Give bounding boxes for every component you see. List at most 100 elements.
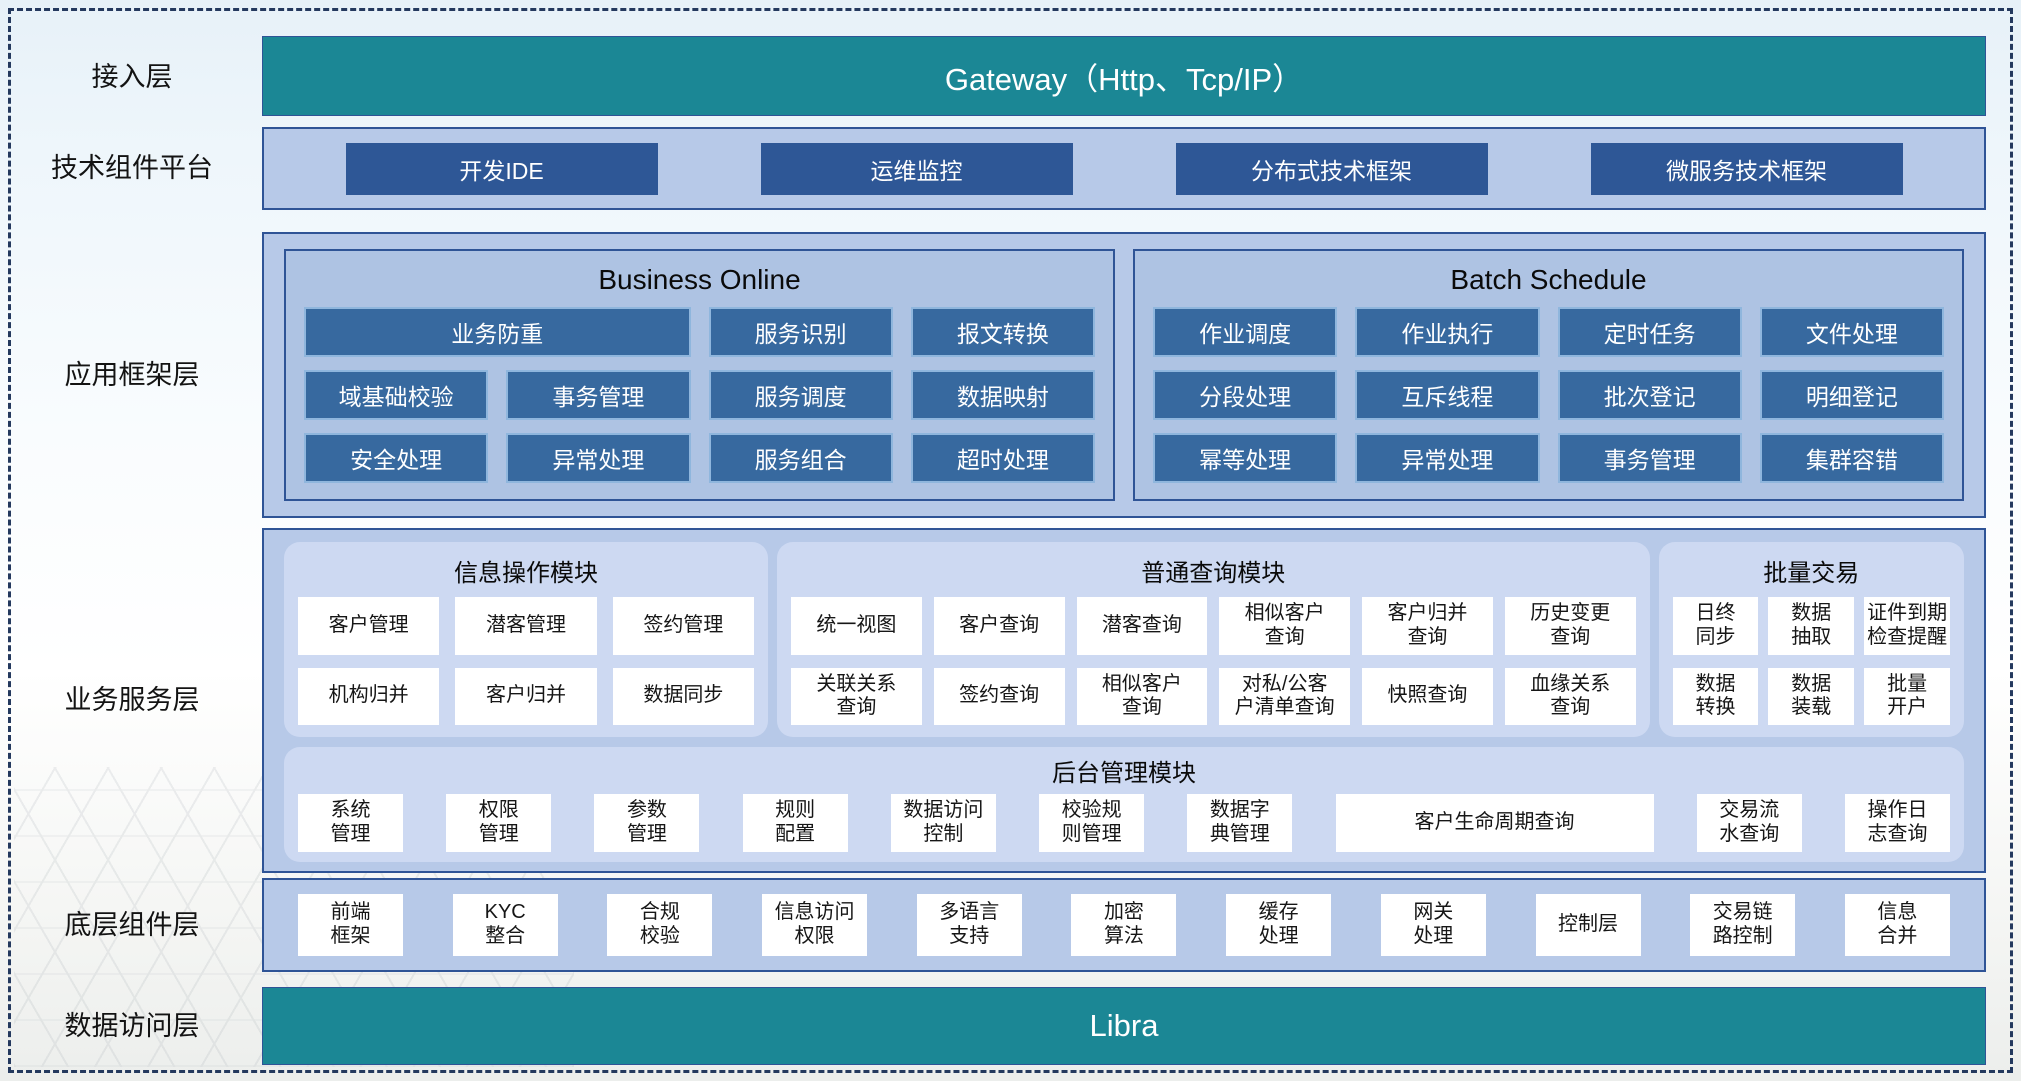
diagram-block: 血缘关系 查询: [1504, 667, 1636, 725]
gateway-bar: Gateway（Http、Tcp/IP）: [262, 36, 1986, 116]
diagram-block: 日终 同步: [1672, 597, 1759, 655]
diagram-block: 文件处理: [1759, 307, 1944, 357]
diagram-block: 签约管理: [612, 597, 755, 655]
diagram-block: 异常处理: [506, 433, 691, 483]
diagram-block: 报文转换: [910, 307, 1095, 357]
diagram-block: 客户生命周期查询: [1335, 794, 1654, 852]
module-admin: 后台管理模块 系统 管理 权限 管理 参数 管理 规则 配置 数据访问 控制 校…: [284, 747, 1964, 862]
diagram-block: 证件到期 检查提醒: [1864, 597, 1950, 655]
diagram-block: 数据 装载: [1768, 667, 1855, 725]
diagram-block: 客户归并 查询: [1362, 597, 1493, 655]
diagram-block: 网关 处理: [1380, 894, 1486, 956]
diagram-block: 参数 管理: [594, 794, 700, 852]
module-info-operation: 信息操作模块 客户管理 潜客管理 签约管理 机构归并 客户归并 数据同步: [284, 542, 769, 737]
diagram-block: 系统 管理: [298, 794, 403, 852]
diagram-block: 数据同步: [612, 667, 755, 725]
diagram-block: 缓存 处理: [1226, 894, 1332, 956]
module-title: 后台管理模块: [1052, 760, 1196, 787]
diagram-block: 定时任务: [1557, 307, 1742, 357]
diagram-block: 互斥线程: [1355, 370, 1540, 420]
module-row: 系统 管理 权限 管理 参数 管理 规则 配置 数据访问 控制 校验规 则管理 …: [298, 794, 1950, 852]
panel-grid: 业务防重 服务识别 报文转换 域基础校验 事务管理 服务调度 数据映射 安全处理…: [304, 307, 1095, 483]
diagram-block: 事务管理: [506, 370, 691, 420]
infra-band: 前端 框架 KYC 整合 合规 校验 信息访问 权限 多语言 支持 加密 算法 …: [262, 878, 1986, 972]
diagram-block: 相似客户 查询: [1076, 667, 1208, 725]
diagram-block: 数据 抽取: [1768, 597, 1855, 655]
diagram-block: 合规 校验: [607, 894, 713, 956]
diagram-block: 统一视图: [791, 597, 922, 655]
gateway-bar-text: Gateway（Http、Tcp/IP）: [944, 61, 1304, 97]
diagram-block: 相似客户 查询: [1219, 597, 1351, 655]
diagram-block: 作业调度: [1153, 307, 1338, 357]
diagram-block: 服务组合: [708, 433, 893, 483]
diagram-block: 运维监控: [760, 142, 1073, 195]
diagram-block: 业务防重: [304, 307, 691, 357]
diagram-block: 权限 管理: [446, 794, 552, 852]
diagram-block: 操作日 志查询: [1844, 794, 1950, 852]
diagram-block: 客户管理: [298, 597, 440, 655]
diagram-block: 机构归并: [298, 667, 440, 725]
module-common-query: 普通查询模块 统一视图 客户查询 潜客查询 相似客户 查询 客户归并 查询 历史…: [777, 542, 1650, 737]
layer-label-app: 应用框架层: [64, 360, 200, 390]
layer-label-infra: 底层组件层: [64, 910, 200, 940]
module-grid: 统一视图 客户查询 潜客查询 相似客户 查询 客户归并 查询 历史变更 查询 关…: [791, 597, 1636, 725]
tech-platform-band: 开发IDE 运维监控 分布式技术框架 微服务技术框架: [262, 127, 1986, 210]
diagram-block: 信息 合并: [1844, 894, 1950, 956]
diagram-block: 信息访问 权限: [762, 894, 868, 956]
module-title: 批量交易: [1763, 560, 1860, 587]
diagram-block: 历史变更 查询: [1504, 597, 1636, 655]
libra-bar: Libra: [262, 987, 1986, 1065]
diagram-block: 超时处理: [910, 433, 1095, 483]
diagram-block: 交易流 水查询: [1696, 794, 1802, 852]
diagram-block: 批次登记: [1557, 370, 1742, 420]
layer-label-tech: 技术组件平台: [51, 153, 213, 183]
diagram-block: 数据 转换: [1672, 667, 1759, 725]
diagram-block: 交易链 路控制: [1690, 894, 1796, 956]
diagram-block: 分布式技术框架: [1175, 142, 1488, 195]
diagram-block: 开发IDE: [345, 142, 658, 195]
panel-business-online: Business Online 业务防重 服务识别 报文转换 域基础校验 事务管…: [284, 249, 1115, 501]
diagram-block: 客户归并: [455, 667, 597, 725]
panel-batch-schedule: Batch Schedule 作业调度 作业执行 定时任务 文件处理 分段处理 …: [1133, 249, 1964, 501]
diagram-block: 幂等处理: [1153, 433, 1338, 483]
diagram-block: 服务调度: [708, 370, 893, 420]
diagram-block: 事务管理: [1557, 433, 1742, 483]
panel-title: Batch Schedule: [1450, 264, 1647, 295]
diagram-block: 安全处理: [304, 433, 489, 483]
diagram-block: 批量 开户: [1864, 667, 1950, 725]
diagram-block: 潜客管理: [455, 597, 597, 655]
module-grid: 日终 同步 数据 抽取 证件到期 检查提醒 数据 转换 数据 装载 批量 开户: [1672, 597, 1950, 725]
layer-label-data-access: 数据访问层: [64, 1011, 200, 1041]
layer-label-biz: 业务服务层: [64, 685, 200, 715]
diagram-block: 控制层: [1535, 894, 1641, 956]
modules-row: 信息操作模块 客户管理 潜客管理 签约管理 机构归并 客户归并 数据同步 普通查…: [284, 542, 1964, 737]
diagram-block: 多语言 支持: [916, 894, 1022, 956]
diagram-block: 快照查询: [1362, 667, 1493, 725]
diagram-block: 集群容错: [1759, 433, 1944, 483]
diagram-block: 规则 配置: [742, 794, 848, 852]
module-title: 普通查询模块: [1141, 560, 1286, 587]
layer-label-access: 接入层: [91, 62, 173, 92]
app-framework-band: Business Online 业务防重 服务识别 报文转换 域基础校验 事务管…: [262, 232, 1986, 518]
diagram-block: 分段处理: [1153, 370, 1338, 420]
diagram-block: 加密 算法: [1071, 894, 1177, 956]
diagram-block: 异常处理: [1355, 433, 1540, 483]
panel-title: Business Online: [598, 264, 801, 295]
diagram-block: 潜客查询: [1076, 597, 1208, 655]
diagram-block: 作业执行: [1355, 307, 1540, 357]
diagram-block: 数据字 典管理: [1187, 794, 1293, 852]
diagram-block: KYC 整合: [452, 894, 558, 956]
diagram-block: 微服务技术框架: [1590, 142, 1903, 195]
diagram-block: 关联关系 查询: [791, 667, 922, 725]
diagram-block: 签约查询: [933, 667, 1065, 725]
module-batch-trade: 批量交易 日终 同步 数据 抽取 证件到期 检查提醒 数据 转换 数据 装载 批…: [1658, 542, 1964, 737]
diagram-block: 对私/公客 户清单查询: [1219, 667, 1351, 725]
diagram-block: 前端 框架: [298, 894, 403, 956]
diagram-block: 数据访问 控制: [890, 794, 996, 852]
diagram-block: 明细登记: [1759, 370, 1944, 420]
diagram-block: 域基础校验: [304, 370, 489, 420]
diagram-block: 校验规 则管理: [1039, 794, 1145, 852]
panel-grid: 作业调度 作业执行 定时任务 文件处理 分段处理 互斥线程 批次登记 明细登记 …: [1153, 307, 1944, 483]
module-title: 信息操作模块: [454, 560, 598, 587]
